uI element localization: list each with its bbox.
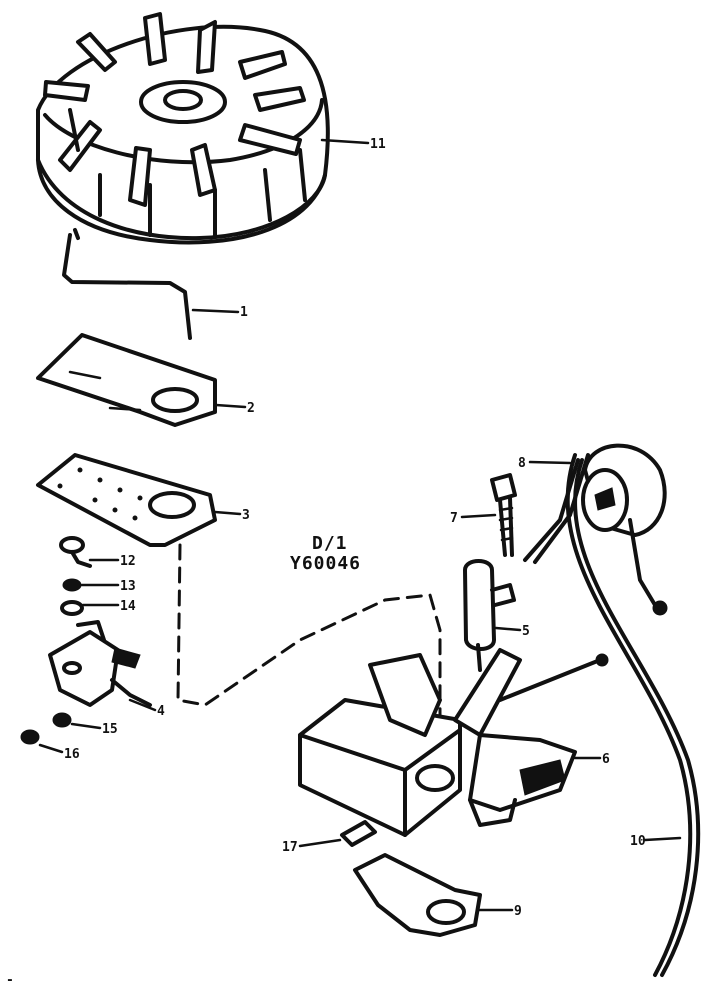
drawing-code: D/1 Y60046 <box>290 533 361 574</box>
callout-flywheel: 11 <box>320 137 386 152</box>
callout-label: 16 <box>64 747 80 762</box>
callout-label: 6 <box>602 752 610 767</box>
callout-gasket-top: 2 <box>214 401 255 416</box>
callout-ignition-wire: 10 <box>630 834 682 849</box>
callout-label: 5 <box>522 624 530 639</box>
washer-a <box>62 578 82 592</box>
condenser <box>463 559 516 672</box>
callout-label: 1 <box>240 305 248 320</box>
corner-mark: - <box>6 973 14 988</box>
callout-nut-b: 16 <box>38 743 80 762</box>
nut-a <box>52 712 72 728</box>
grommet <box>340 820 377 847</box>
ignition-coil <box>523 443 668 616</box>
washer-b <box>60 600 84 616</box>
callout-bolt: 7 <box>450 511 497 526</box>
callout-label: 15 <box>102 722 118 737</box>
drawing-code-line2: Y60046 <box>290 553 361 574</box>
callout-breaker-points: 4 <box>128 698 165 719</box>
callout-label: 2 <box>247 401 255 416</box>
callout-label: 10 <box>630 834 646 849</box>
assembly-dashed-line <box>176 543 442 762</box>
callout-washer-b: 14 <box>81 599 136 614</box>
callout-label: 17 <box>282 840 298 855</box>
callout-label: 12 <box>120 554 136 569</box>
callout-label: 11 <box>370 137 386 152</box>
base-plate <box>353 853 482 937</box>
callout-nut-a: 15 <box>70 722 118 737</box>
plate-dots <box>57 467 143 521</box>
ignition-wire <box>565 453 701 977</box>
bolt <box>490 473 517 557</box>
callout-label: 9 <box>514 904 522 919</box>
nut-b <box>20 729 40 745</box>
callout-gasket-plate: 3 <box>213 508 250 523</box>
callout-base-plate: 9 <box>476 904 522 919</box>
callout-grommet: 17 <box>282 838 342 855</box>
callout-condenser: 5 <box>494 624 530 639</box>
callout-label: 4 <box>157 704 165 719</box>
callout-screw: 12 <box>88 554 136 569</box>
callout-label: 8 <box>518 456 526 471</box>
gasket-plate <box>36 453 217 547</box>
callout-label: 7 <box>450 511 458 526</box>
drawing-code-line1: D/1 <box>312 533 348 554</box>
gasket-top <box>36 333 217 427</box>
spring-clip <box>62 228 192 340</box>
callout-ignition-coil: 8 <box>518 456 572 471</box>
flywheel <box>36 12 330 245</box>
callout-label: 3 <box>242 508 250 523</box>
armature-bracket <box>298 648 609 837</box>
callout-label: 13 <box>120 579 136 594</box>
callout-label: 14 <box>120 599 136 614</box>
callout-armature-bracket: 6 <box>573 752 610 767</box>
callout-spring-clip: 1 <box>191 305 248 320</box>
callout-washer-a: 13 <box>80 579 136 594</box>
breaker-points <box>48 620 152 707</box>
screw <box>59 536 92 568</box>
